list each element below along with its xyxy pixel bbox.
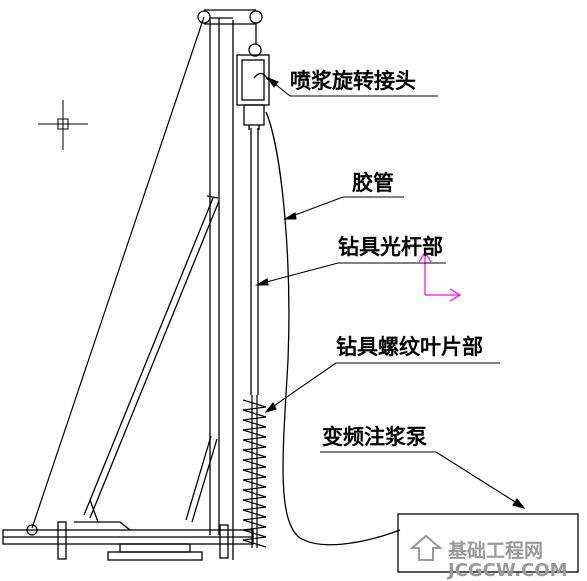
watermark-name: 基础工程网 <box>447 539 543 562</box>
watermark: 基础工程网 JCGCW.COM <box>409 534 568 581</box>
leader-smooth-rod <box>255 262 446 286</box>
support-brace <box>83 195 220 519</box>
watermark-url: JCGCW.COM <box>446 560 568 581</box>
base-wheel <box>26 524 38 536</box>
secondary-brace <box>185 435 218 523</box>
crosshair-cursor <box>38 100 88 150</box>
label-smooth-rod: 钻具光杆部 <box>338 235 443 259</box>
guy-cable <box>31 16 205 529</box>
hose-line <box>265 111 401 546</box>
hook-pulley <box>248 43 262 57</box>
ucs-icon <box>418 250 462 302</box>
mast <box>209 17 234 560</box>
label-swivel-joint: 喷浆旋转接头 <box>290 69 416 93</box>
auger-blade <box>242 395 267 548</box>
label-auger-blade: 钻具螺纹叶片部 <box>336 335 483 359</box>
leader-auger-blade <box>264 362 500 414</box>
leader-swivel-joint <box>266 76 438 97</box>
leader-hose <box>283 196 404 220</box>
label-hose: 胶管 <box>352 171 394 195</box>
crown-pulley-left <box>197 10 211 24</box>
watermark-logo-icon <box>409 534 443 561</box>
crown-pulley-right <box>249 10 263 24</box>
leader-vfd-pump <box>320 451 526 509</box>
drill-rod <box>250 128 259 395</box>
crown-frame <box>197 9 263 57</box>
swivel-joint-body <box>236 54 270 130</box>
base-frame <box>2 499 254 561</box>
label-vfd-pump: 变频注浆泵 <box>322 425 427 449</box>
grout-pump-box <box>397 513 579 573</box>
